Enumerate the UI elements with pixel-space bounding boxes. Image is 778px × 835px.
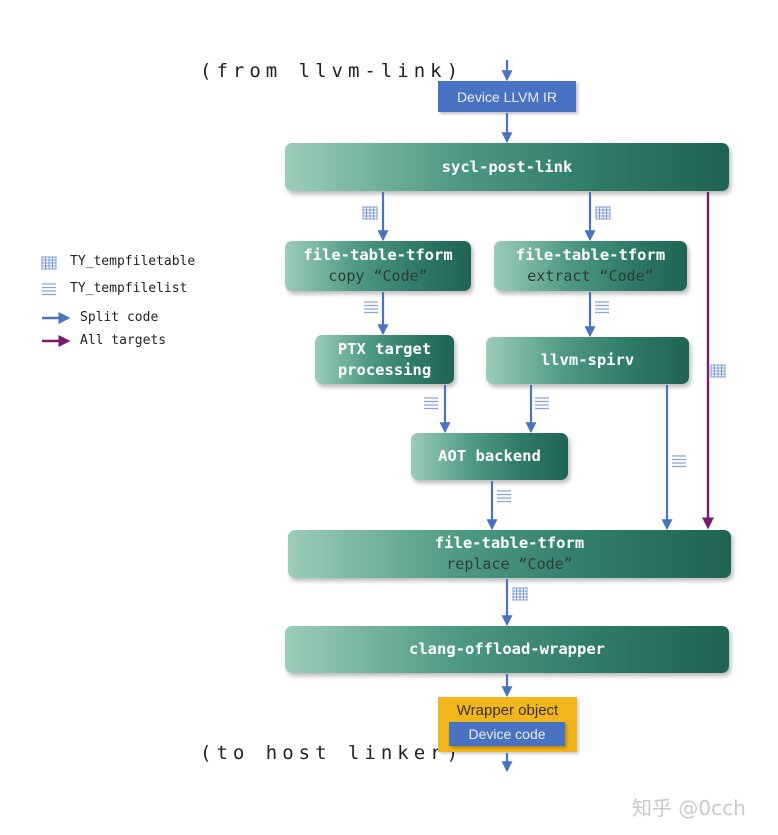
ftt-extract-title: file-table-tform (515, 246, 666, 264)
table-icon (595, 206, 611, 220)
file-table-tform-extract-node: file-table-tform extract “Code” (494, 241, 687, 291)
ftt-copy-title: file-table-tform (303, 246, 453, 264)
watermark: 知乎 @0cch (632, 796, 746, 820)
legend-table-icon (41, 256, 57, 270)
clang-offload-wrapper-label: clang-offload-wrapper (409, 640, 605, 658)
file-table-tform-copy-node: file-table-tform copy “Code” (285, 241, 471, 291)
aot-backend-label: AOT backend (438, 447, 541, 465)
list-icon (363, 301, 379, 314)
sycl-post-link-label: sycl-post-link (441, 157, 573, 176)
llvm-spirv-node: llvm-spirv (486, 337, 689, 384)
device-llvm-ir-label: Device LLVM IR (456, 88, 558, 105)
wrapper-object-title: Wrapper object (456, 702, 559, 719)
legend-table-label: TY_tempfiletable (70, 254, 196, 269)
table-icon (512, 587, 528, 601)
device-llvm-ir-box: Device LLVM IR (438, 81, 576, 112)
device-code-label: Device code (468, 726, 546, 742)
sycl-post-link-node: sycl-post-link (285, 143, 729, 191)
ftt-replace-subtitle: replace “Code” (446, 555, 573, 573)
file-table-tform-replace-node: file-table-tform replace “Code” (288, 530, 731, 578)
ptx-target-processing-node: PTX target processing (315, 335, 454, 384)
aot-backend-node: AOT backend (411, 433, 568, 480)
output-note: (to host linker) (200, 742, 464, 764)
ftt-extract-subtitle: extract “Code” (527, 267, 654, 285)
llvm-spirv-label: llvm-spirv (540, 351, 635, 369)
legend-list-label: TY_tempfilelist (70, 281, 188, 296)
device-code-box: Device code (449, 722, 565, 746)
split-arrows (377, 60, 673, 773)
table-icon (362, 206, 378, 220)
list-icon (594, 301, 610, 314)
clang-offload-wrapper-node: clang-offload-wrapper (285, 626, 729, 673)
legend-all-label: All targets (80, 333, 167, 348)
table-icon (710, 364, 726, 378)
ptx-line2: processing (337, 360, 432, 379)
ftt-copy-subtitle: copy “Code” (328, 267, 428, 285)
ptx-line1: PTX target (337, 339, 432, 358)
legend-list-icon (41, 283, 57, 296)
list-icon (671, 455, 687, 468)
list-icon (534, 397, 550, 410)
input-note: (from llvm-link) (200, 60, 464, 82)
list-icon (496, 490, 512, 503)
ftt-replace-title: file-table-tform (434, 534, 585, 552)
legend-split-label: Split code (80, 310, 159, 325)
list-icon (423, 397, 439, 410)
